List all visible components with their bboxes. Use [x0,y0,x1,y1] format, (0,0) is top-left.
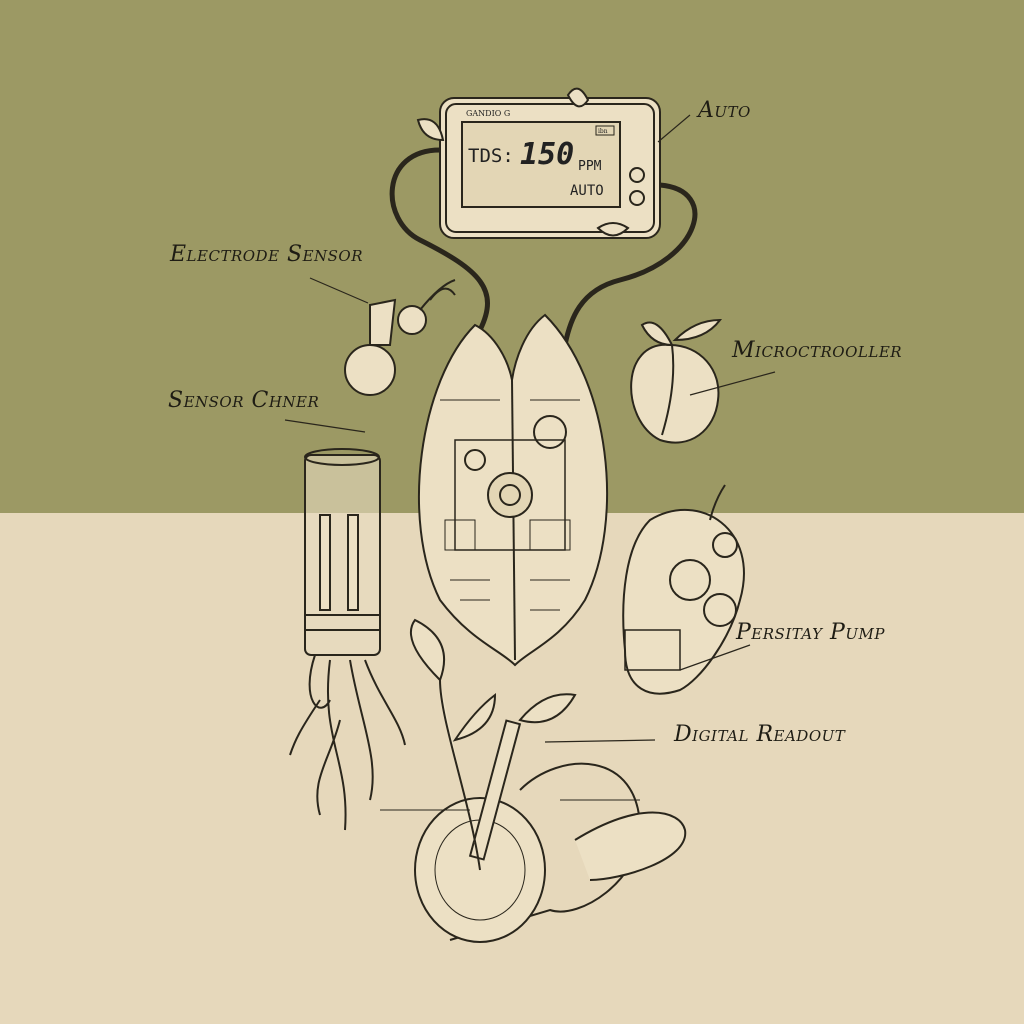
device-button-2 [629,190,645,206]
tds-value: 150 [520,137,574,172]
cable-right [562,182,698,346]
pointer-readout [544,739,656,743]
label-microcontroller: Microctrooller [732,338,903,363]
microcontroller-leaf-pod [418,313,609,667]
leaf-icon [566,87,590,108]
label-auto: Auto [698,98,751,123]
pointer-microcontroller [689,371,776,396]
device-button-1 [629,167,645,183]
label-sensor-chamber: Sensor Chner [168,388,320,413]
device-brand: GANDIO G [466,109,510,118]
leaf-icon [596,222,630,237]
cable-left [389,147,490,332]
seedling-log [380,618,687,943]
label-peristaltic-pump: Persitay Pump [736,620,885,645]
pointer-chamber [284,419,366,433]
pointer-auto [657,114,691,143]
electrode-sensor [344,279,456,396]
tds-unit: PPM [578,159,602,174]
battery-badge: ibn [598,128,608,135]
label-electrode-sensor: Electrode Sensor [170,242,364,267]
leaf-icon [416,118,445,142]
tds-label: TDS: [468,145,514,167]
peristaltic-pump [622,484,745,695]
label-digital-readout: Digital Readout [674,722,846,747]
pointer-electrode [309,277,369,304]
mode-text: AUTO [570,183,604,199]
peach-microcontroller [630,318,723,444]
sensor-chamber [289,448,406,831]
pointer-pump [679,644,751,671]
digital-readout-device: GANDIO G TDS: 150 PPM AUTO ibn [416,87,661,239]
